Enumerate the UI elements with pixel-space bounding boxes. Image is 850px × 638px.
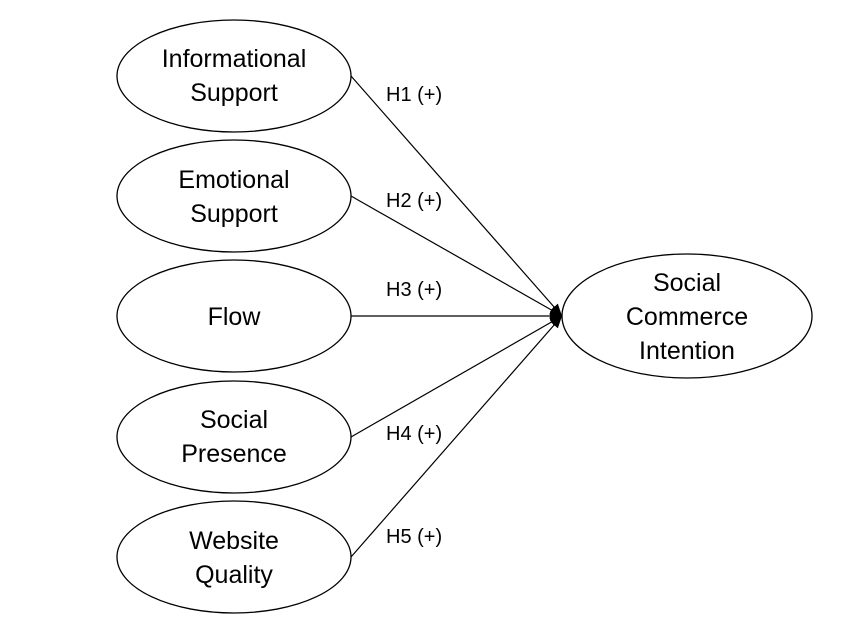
construct-label-line: Support — [190, 79, 278, 107]
hypothesis-label-h1: H1 (+) — [386, 84, 442, 106]
hypothesis-arrow-h2 — [350, 195, 563, 317]
construct-label-line: Flow — [208, 303, 262, 331]
construct-website-quality: Website Quality — [116, 500, 352, 614]
outcome-label-line: Intention — [639, 337, 735, 365]
construct-flow: Flow — [116, 259, 352, 373]
construct-label-line: Social — [200, 406, 268, 434]
hypothesis-label-h4: H4 (+) — [386, 423, 442, 445]
construct-label-line: Website — [189, 527, 279, 555]
hypothesis-label-h2: H2 (+) — [386, 190, 442, 212]
outcome-label-line: Commerce — [626, 303, 748, 331]
hypothesis-arrow-h4 — [350, 315, 563, 438]
construct-label-line: Quality — [195, 561, 273, 589]
construct-label-line: Presence — [181, 440, 287, 468]
construct-emotional-support: Emotional Support — [116, 139, 352, 253]
construct-label-line: Support — [190, 200, 278, 228]
construct-label-line: Emotional — [178, 166, 289, 194]
hypothesis-arrow-h1 — [350, 75, 563, 317]
hypothesis-label-h3: H3 (+) — [386, 279, 442, 301]
outcome-label-line: Social — [653, 269, 721, 297]
construct-label-line: Informational — [162, 45, 307, 73]
construct-informational-support: Informational Support — [116, 19, 352, 133]
hypothesis-label-h5: H5 (+) — [386, 526, 442, 548]
construct-social-presence: Social Presence — [116, 380, 352, 494]
outcome-social-commerce-intention: Social Commerce Intention — [561, 253, 813, 379]
hypothesis-arrow-h5 — [350, 315, 563, 558]
